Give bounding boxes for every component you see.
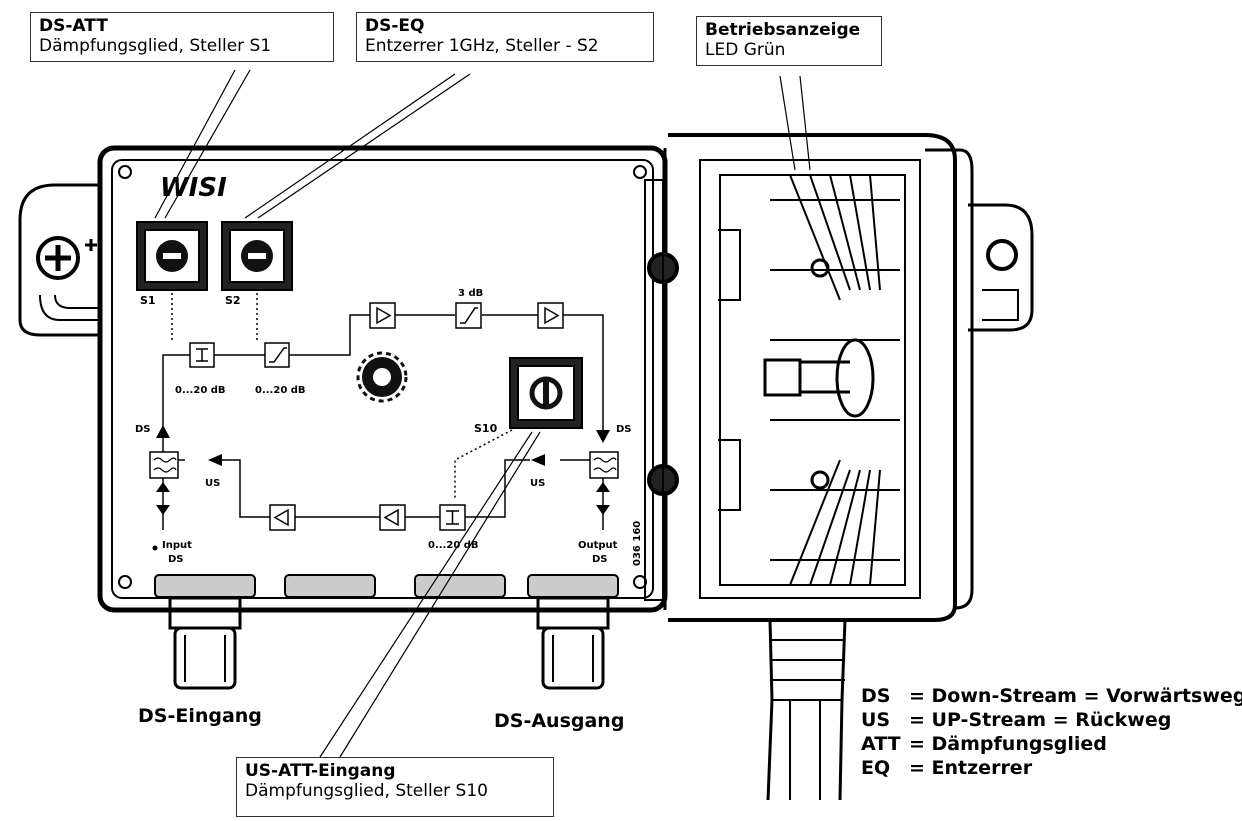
amp-block-us-2 <box>269 504 296 531</box>
leader-lines <box>154 69 811 758</box>
mounting-ear-right <box>968 203 1034 332</box>
legend-text: = Entzerrer <box>909 757 1033 779</box>
pot-s2[interactable] <box>221 221 293 291</box>
marker-dot <box>152 545 158 551</box>
callout-us-att-subtitle: Dämpfungsglied, Steller S10 <box>245 781 488 802</box>
legend-row: ATT = Dämpfungsglied <box>861 732 1242 756</box>
legend-abbr: DS <box>861 685 891 707</box>
label-s2: S2 <box>225 294 241 307</box>
callout-ds-eq-subtitle: Entzerrer 1GHz, Steller - S2 <box>365 36 599 57</box>
label-ds-left: DS <box>135 424 151 435</box>
legend-abbr: EQ <box>861 757 891 779</box>
callout-us-att: US-ATT-Eingang Dämpfungsglied, Steller S… <box>236 757 554 817</box>
legend-text: = UP-Stream = Rückweg <box>909 709 1172 731</box>
label-input-2: DS <box>168 554 184 565</box>
legend-row: EQ = Entzerrer <box>861 756 1242 780</box>
label-output-1: Output <box>578 540 618 551</box>
callout-led-title: Betriebsanzeige <box>705 20 861 40</box>
label-slope-3db: 3 dB <box>458 288 483 299</box>
label-us-right: US <box>530 478 545 489</box>
pot-s10[interactable] <box>509 357 583 429</box>
amp-block-ds-1 <box>369 302 396 329</box>
label-s10: S10 <box>474 422 498 435</box>
ground-terminal <box>18 183 100 337</box>
amp-block-ds-2 <box>537 302 564 329</box>
label-s1: S1 <box>140 294 156 307</box>
callout-ds-att-title: DS-ATT <box>39 16 108 36</box>
diplex-filter-right <box>589 451 619 479</box>
diplex-filter-left <box>149 451 179 479</box>
label-output-2: DS <box>592 554 608 565</box>
port-label-output: DS-Ausgang <box>494 710 625 732</box>
legend-abbr: US <box>861 709 891 731</box>
callout-ds-eq-title: DS-EQ <box>365 16 425 36</box>
label-us-left: US <box>205 478 220 489</box>
legend-text: = Dämpfungsglied <box>909 733 1107 755</box>
att-block-ds <box>189 342 215 368</box>
callout-led-subtitle: LED Grün <box>705 40 786 61</box>
label-eq-range-ds: 0...20 dB <box>255 385 306 396</box>
legend-row: DS = Down-Stream = Vorwärtsweg <box>861 684 1242 708</box>
cable <box>766 619 847 801</box>
legend-row: US = UP-Stream = Rückweg <box>861 708 1242 732</box>
att-block-us <box>439 504 466 531</box>
eq-block-ds <box>264 342 290 368</box>
callout-us-att-title: US-ATT-Eingang <box>245 761 396 781</box>
slope-block-3db <box>455 302 482 329</box>
legend-abbr: ATT <box>861 733 901 755</box>
amp-block-us-1 <box>379 504 406 531</box>
port-label-input: DS-Eingang <box>138 705 262 727</box>
callout-led: Betriebsanzeige LED Grün <box>696 16 882 66</box>
brand-logo: WISI <box>160 173 227 203</box>
legend-text: = Down-Stream = Vorwärtsweg <box>909 685 1242 707</box>
label-att-range-ds: 0...20 dB <box>175 385 226 396</box>
label-att-range-us: 0...20 dB <box>428 540 479 551</box>
lid <box>644 133 974 622</box>
cable-glands <box>154 574 619 598</box>
label-ds-right: DS <box>616 424 632 435</box>
callout-ds-att: DS-ATT Dämpfungsglied, Steller S1 <box>30 12 334 62</box>
label-input-1: Input <box>162 540 192 551</box>
callout-ds-att-subtitle: Dämpfungsglied, Steller S1 <box>39 36 272 57</box>
part-number: 036 160 <box>632 521 643 566</box>
pot-s1[interactable] <box>136 221 208 291</box>
direction-arrows <box>156 425 610 515</box>
legend: DS = Down-Stream = Vorwärtsweg US = UP-Str… <box>861 684 1242 780</box>
callout-ds-eq: DS-EQ Entzerrer 1GHz, Steller - S2 <box>356 12 654 62</box>
led-indicator <box>356 351 408 403</box>
